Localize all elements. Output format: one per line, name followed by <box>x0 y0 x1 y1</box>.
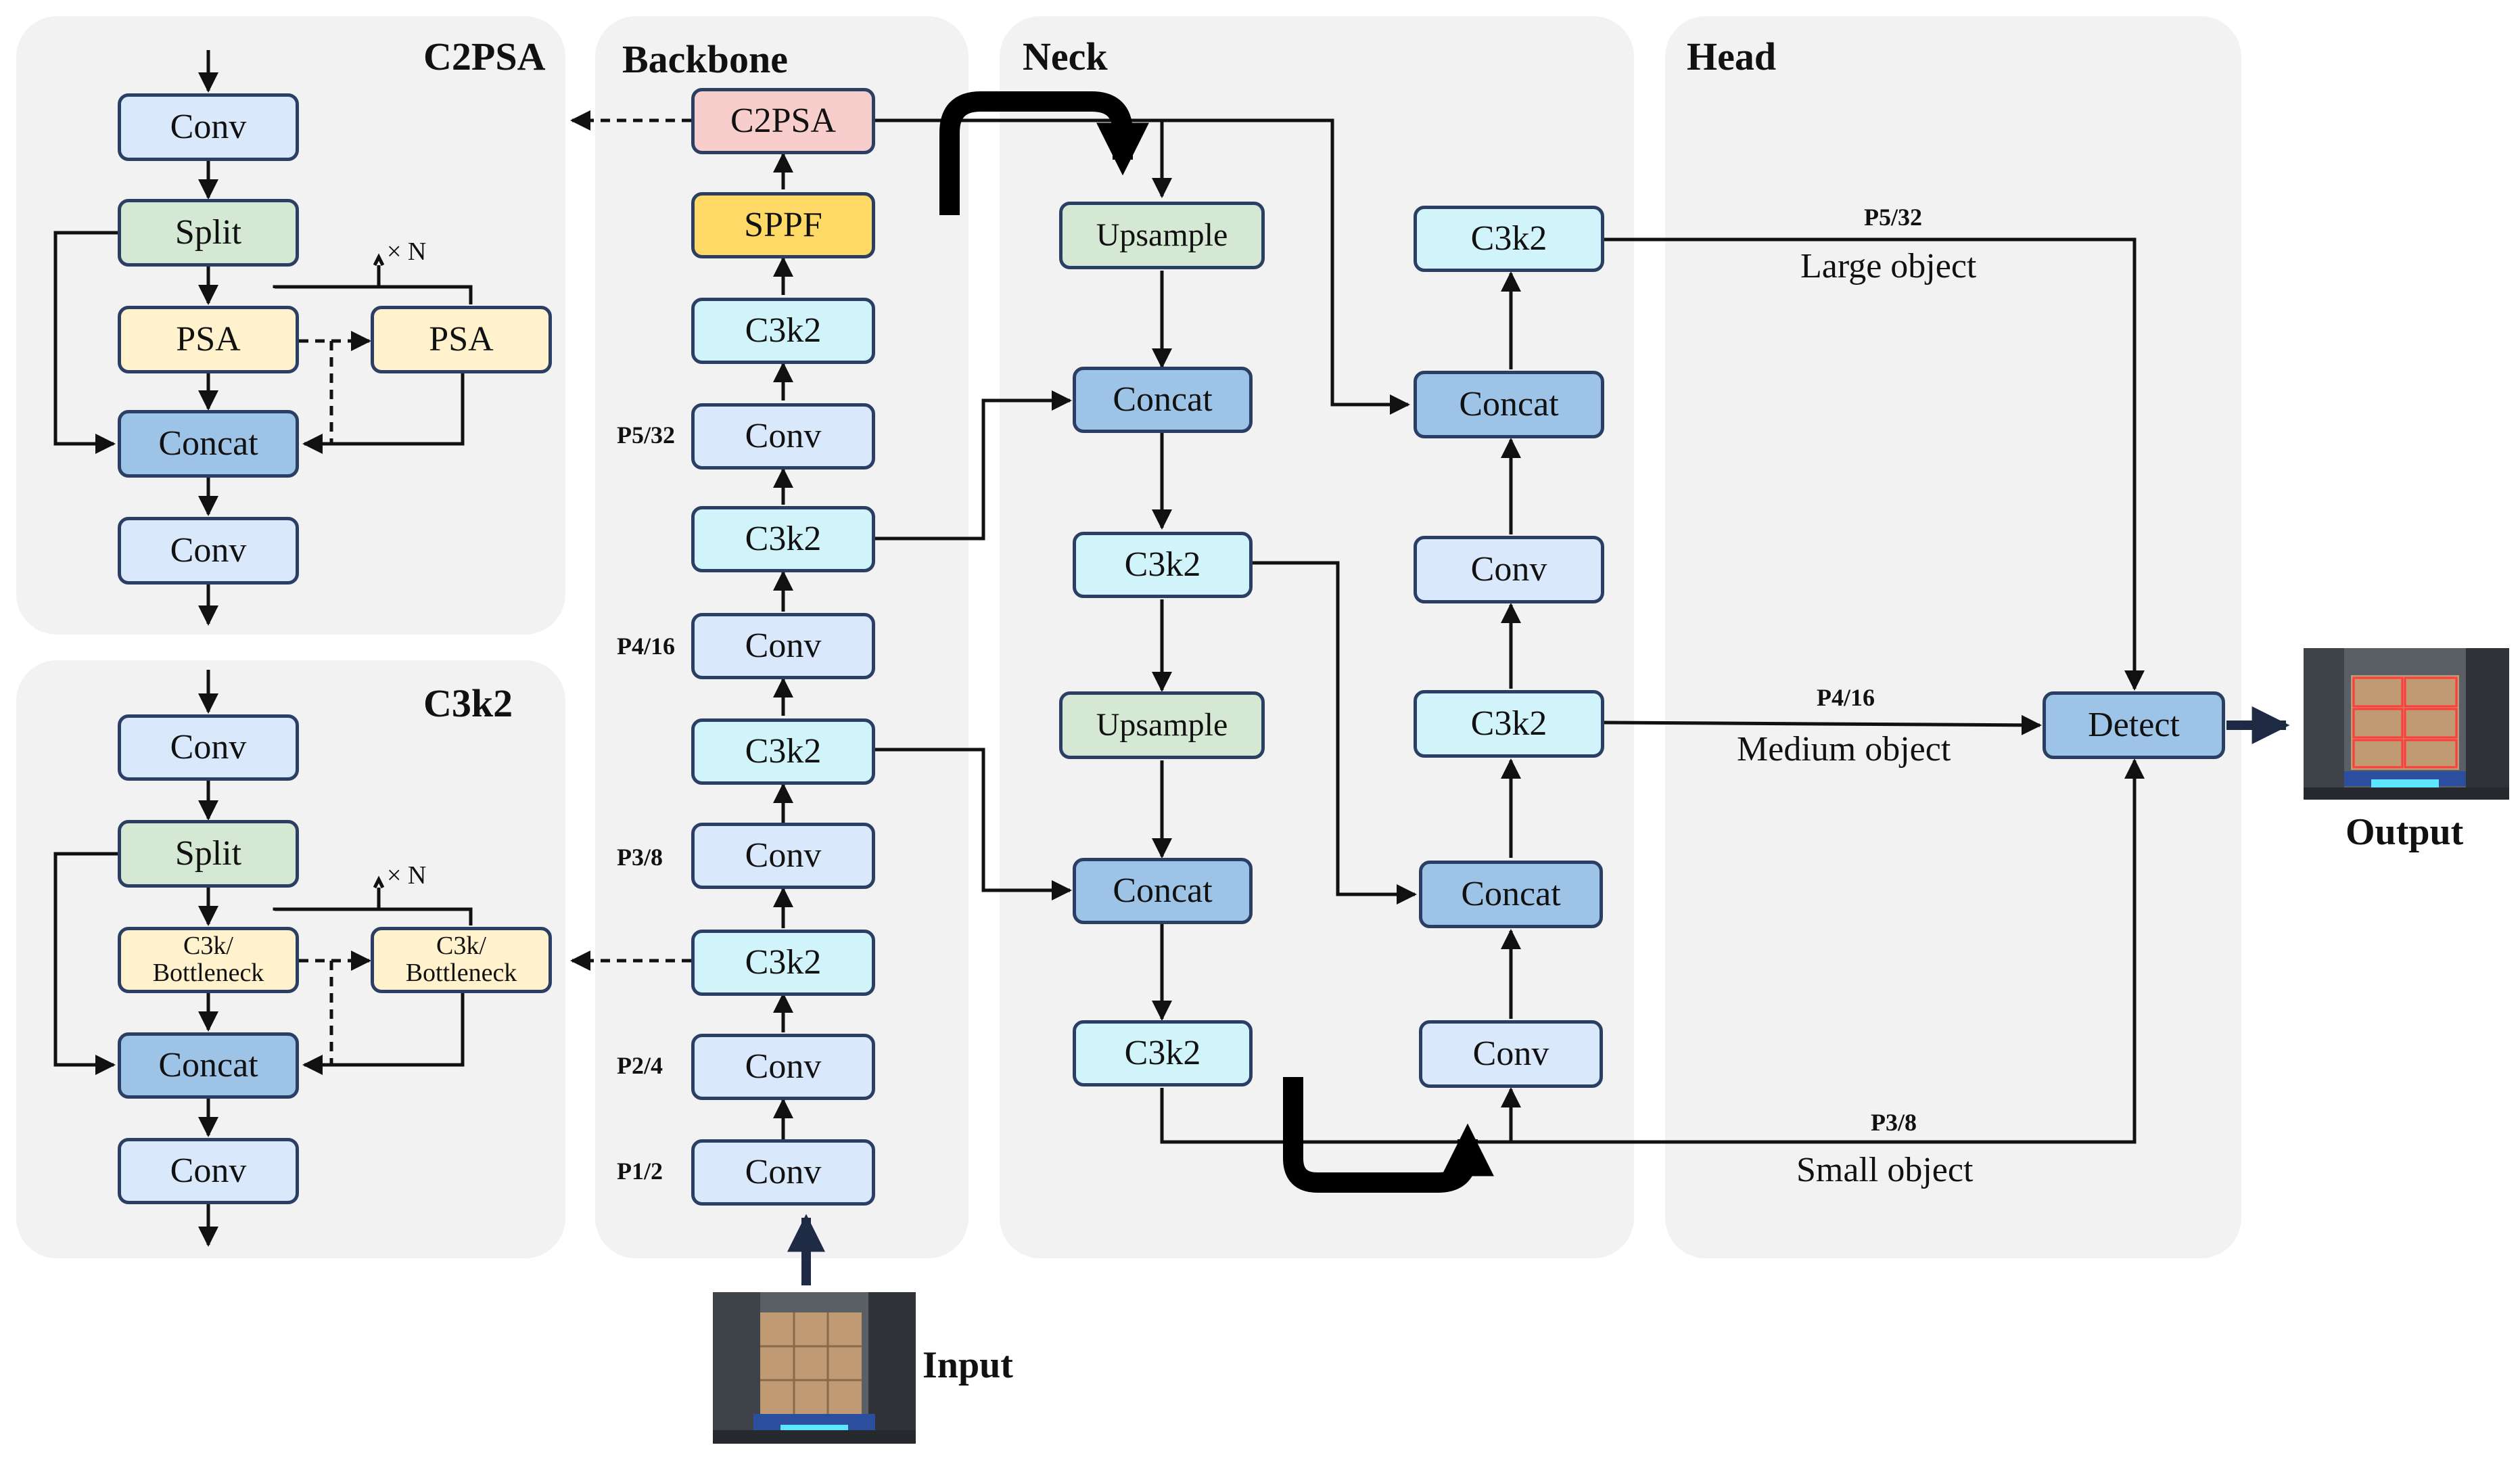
neck-concat-1: Concat <box>1073 367 1253 433</box>
c2psa-psa-1: PSA <box>118 306 299 373</box>
head-p5-label: P5/32 <box>1864 204 1922 231</box>
backbone-conv-p2: Conv <box>691 1034 875 1100</box>
backbone-panel-title: Backbone <box>622 37 788 81</box>
head-p3-desc: Small object <box>1796 1151 1974 1189</box>
neck-conv-1: Conv <box>1419 1020 1603 1088</box>
backbone-sppf: SPPF <box>691 192 875 258</box>
neck-c3k2-2: C3k2 <box>1073 1020 1253 1086</box>
neck-concat-p5: Concat <box>1414 371 1604 438</box>
backbone-scale-p5: P5/32 <box>617 421 675 449</box>
backbone-conv-p3: Conv <box>691 823 875 889</box>
head-detect: Detect <box>2043 691 2225 759</box>
output-image-graphic <box>2304 648 2509 800</box>
backbone-scale-p1: P1/2 <box>617 1158 663 1185</box>
head-panel <box>1665 16 2241 1258</box>
backbone-conv-p4: Conv <box>691 613 875 679</box>
neck-upsample-1: Upsample <box>1059 202 1265 269</box>
c3k2-conv-bottom: Conv <box>118 1138 299 1204</box>
c3k2-repeat-label: × N <box>387 861 427 890</box>
head-panel-title: Head <box>1687 35 1777 78</box>
c3k2-bottleneck-2: C3k/ Bottleneck <box>371 927 552 993</box>
neck-upsample-2: Upsample <box>1059 691 1265 759</box>
backbone-scale-p4: P4/16 <box>617 633 675 660</box>
head-p5-desc: Large object <box>1800 247 1977 285</box>
neck-c3k2-out-p4: C3k2 <box>1414 690 1604 758</box>
backbone-conv-p5: Conv <box>691 403 875 470</box>
input-label: Input <box>923 1344 1013 1386</box>
neck-concat-2: Concat <box>1073 858 1253 924</box>
backbone-c3k2-p4out: C3k2 <box>691 506 875 572</box>
backbone-c3k2-low: C3k2 <box>691 930 875 996</box>
c3k2-split: Split <box>118 820 299 888</box>
neck-c3k2-out-p5: C3k2 <box>1414 206 1604 272</box>
c2psa-concat: Concat <box>118 410 299 478</box>
head-p4-label: P4/16 <box>1817 684 1875 711</box>
head-p3-label: P3/8 <box>1871 1109 1917 1136</box>
c2psa-repeat-label: × N <box>387 237 427 266</box>
input-image <box>713 1292 916 1444</box>
input-image-graphic <box>713 1292 916 1444</box>
backbone-c3k2-top: C3k2 <box>691 298 875 364</box>
output-label: Output <box>2346 811 2464 853</box>
c2psa-conv-bottom: Conv <box>118 517 299 585</box>
backbone-c2psa: C2PSA <box>691 88 875 154</box>
backbone-scale-p2: P2/4 <box>617 1052 663 1079</box>
c2psa-split: Split <box>118 199 299 267</box>
neck-c3k2-1: C3k2 <box>1073 532 1253 598</box>
backbone-c3k2-p3out: C3k2 <box>691 718 875 785</box>
c2psa-psa-2: PSA <box>371 306 552 373</box>
c2psa-conv-top: Conv <box>118 93 299 161</box>
output-image <box>2304 648 2509 800</box>
neck-panel-title: Neck <box>1023 35 1108 78</box>
head-p4-desc: Medium object <box>1737 730 1951 769</box>
backbone-scale-p3: P3/8 <box>617 844 663 871</box>
neck-conv-2: Conv <box>1414 536 1604 603</box>
c3k2-panel-title: C3k2 <box>423 681 513 725</box>
neck-concat-p4: Concat <box>1419 861 1603 928</box>
c2psa-panel-title: C2PSA <box>423 35 546 78</box>
c3k2-bottleneck-1: C3k/ Bottleneck <box>118 927 299 993</box>
backbone-conv-p1: Conv <box>691 1139 875 1206</box>
c3k2-conv-top: Conv <box>118 714 299 781</box>
c3k2-concat: Concat <box>118 1032 299 1099</box>
